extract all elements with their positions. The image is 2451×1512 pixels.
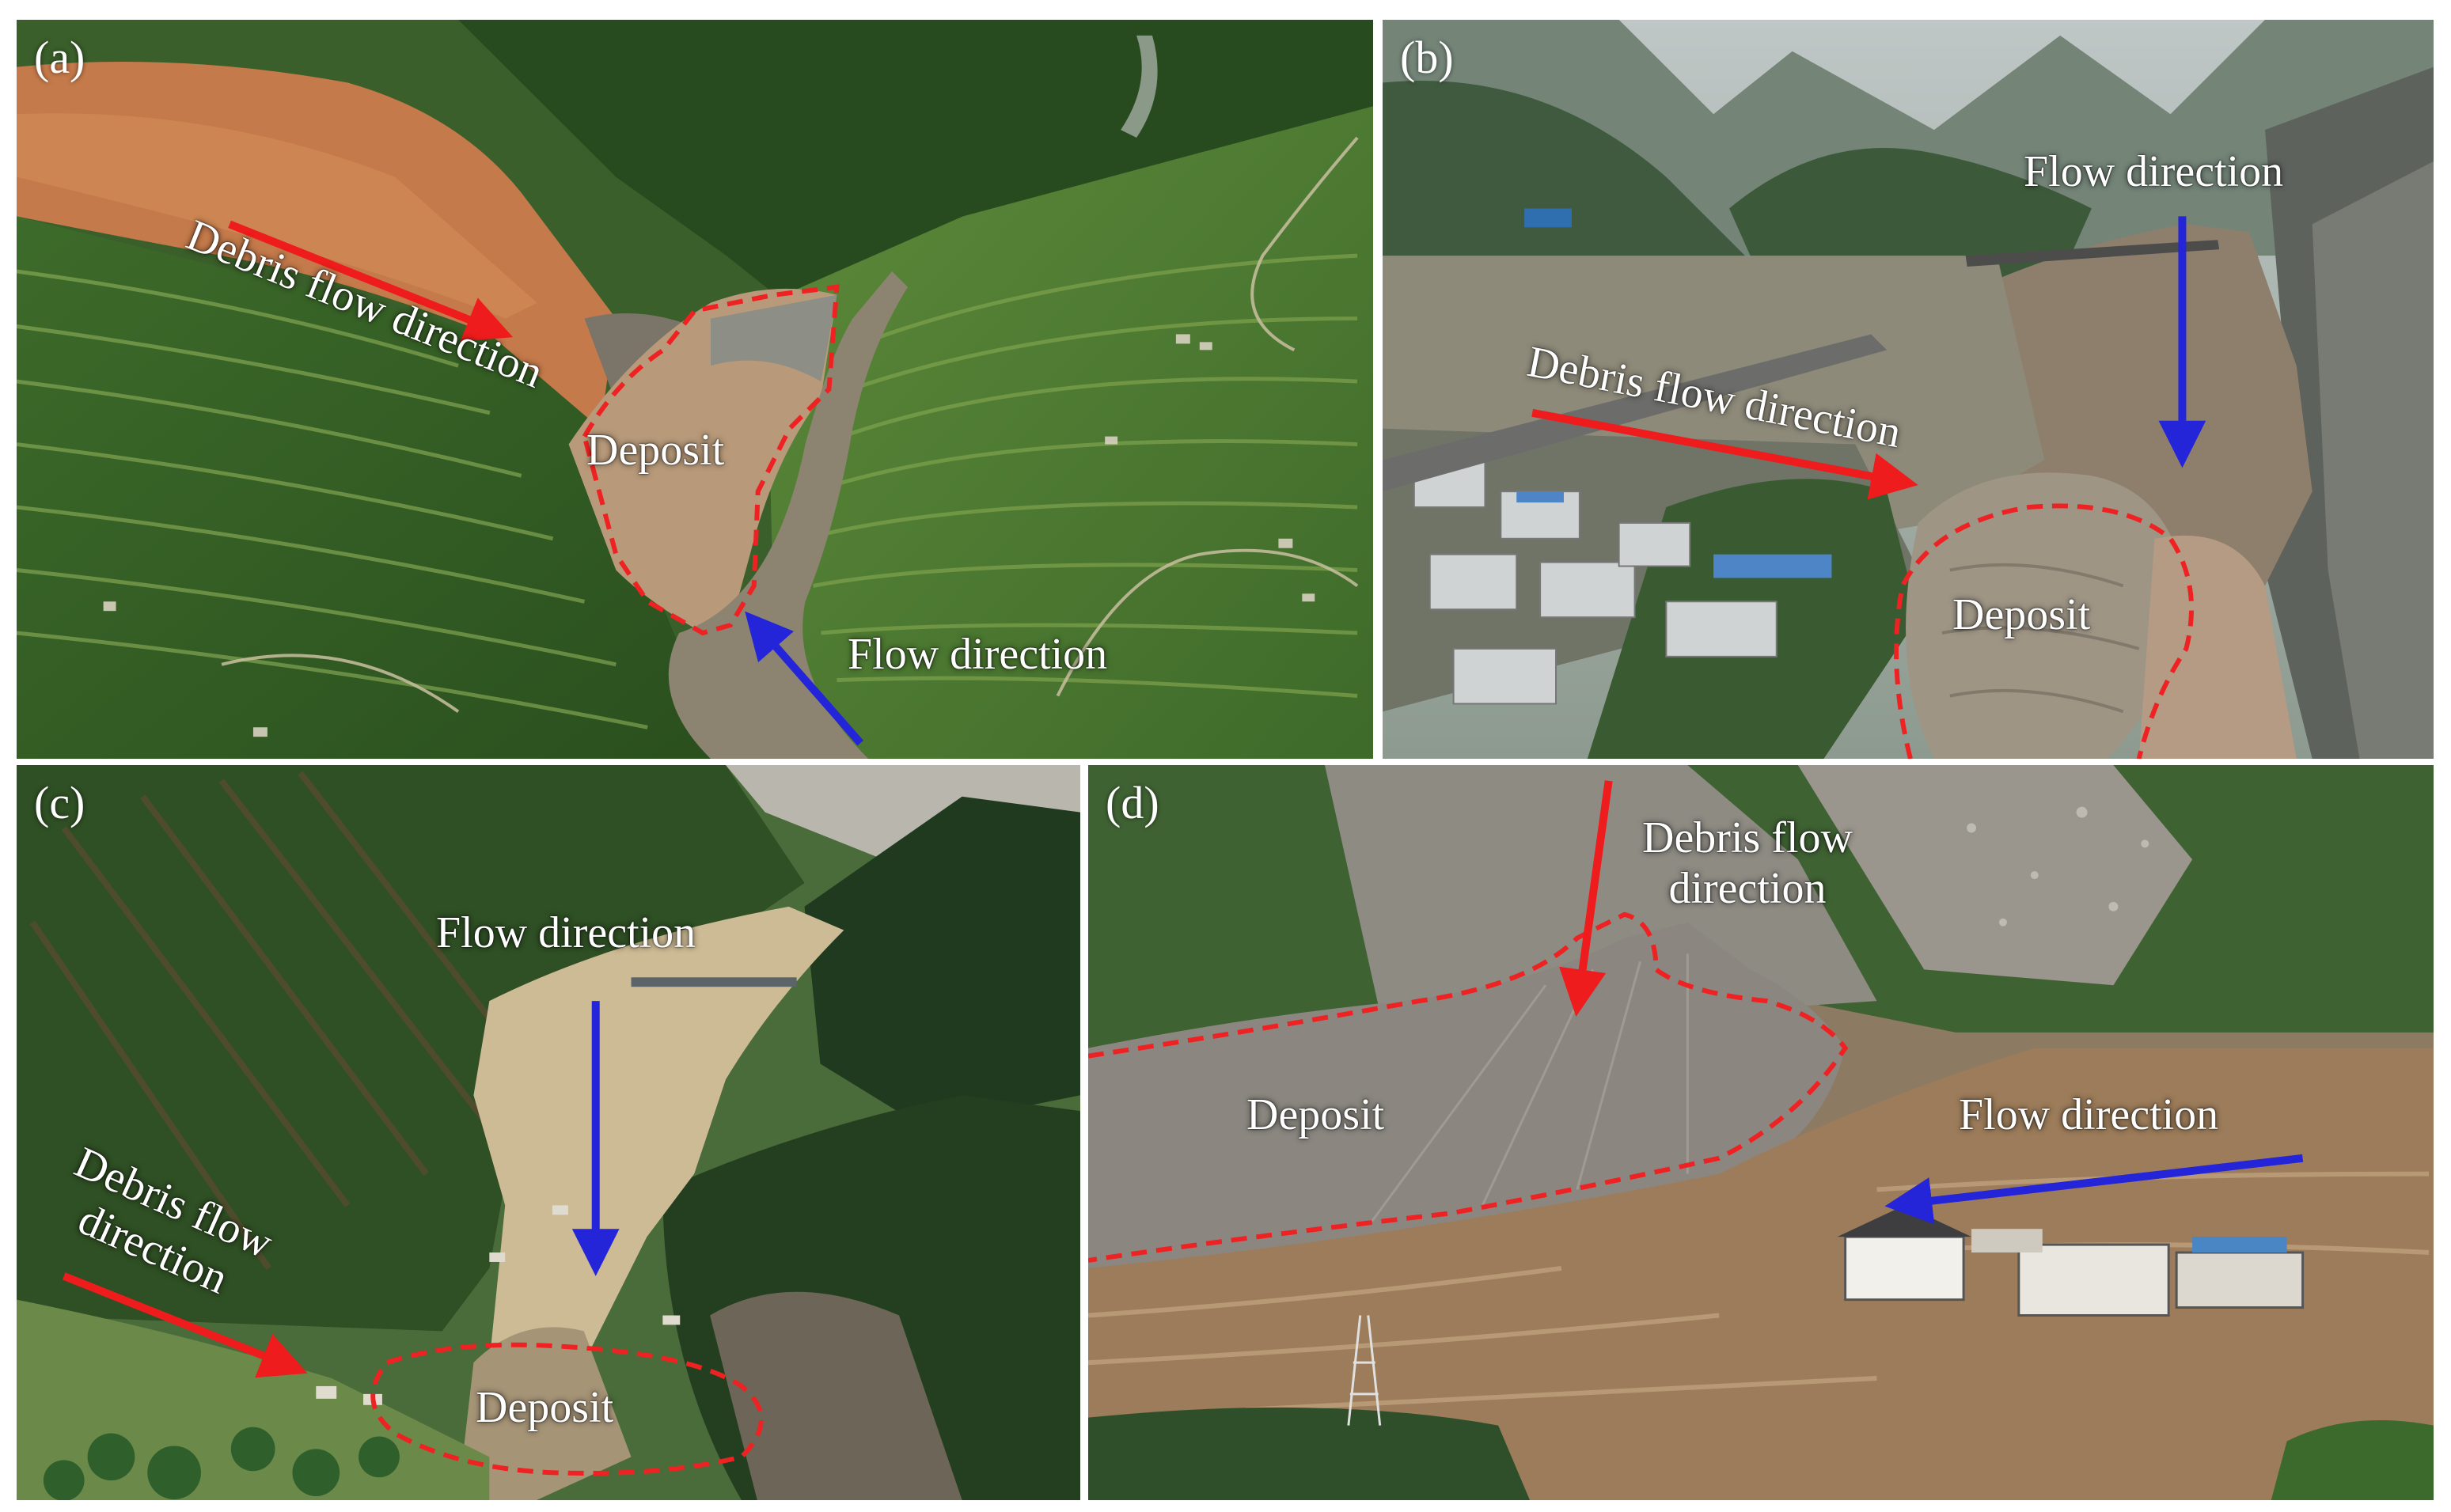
flow-direction-label: Flow direction [2024, 147, 2284, 196]
panel-c: (c) Flow direction Debris flow direction… [14, 763, 1083, 1503]
panel-c-photo [17, 765, 1080, 1500]
panel-d-photo [1088, 765, 2434, 1500]
flooded-buildings [1837, 1205, 2305, 1317]
deposit-outline [1088, 911, 1849, 1263]
panel-b-photo [1383, 20, 2434, 759]
debris-flow-arrow [1531, 408, 1918, 500]
panel-b: (b) Flow direction Debris flow direction… [1380, 17, 2436, 761]
panel-c-annotations [62, 1001, 764, 1476]
panel-label-d: (d) [1106, 777, 1159, 828]
panel-a-photo [17, 20, 1373, 759]
panel-a-annotations [228, 220, 864, 746]
debris-flow-arrow [1559, 780, 1613, 1017]
deposit-label: Deposit [586, 426, 725, 475]
panel-label-b: (b) [1400, 32, 1454, 83]
debris-flow-label-line1: Debris flow [1642, 813, 1853, 862]
flow-direction-arrow [1884, 1154, 2304, 1225]
panel-label-c: (c) [34, 777, 85, 828]
panel-label-a: (a) [34, 32, 85, 83]
deposit-label: Deposit [1952, 590, 2091, 639]
flow-direction-arrow [745, 611, 864, 746]
deposit-label: Deposit [476, 1383, 614, 1432]
deposit-outline [582, 284, 840, 636]
flow-direction-label: Flow direction [1959, 1090, 2219, 1139]
debris-flow-arrow [62, 1272, 308, 1378]
debris-flow-arrow [228, 220, 514, 342]
deposit-label: Deposit [1246, 1090, 1385, 1139]
panel-d: (d) Debris flow direction Deposit Flow d… [1086, 763, 2436, 1503]
panel-d-annotations [1088, 780, 2304, 1263]
debris-flow-label-line2: direction [1668, 864, 1827, 914]
flow-direction-label: Flow direction [848, 630, 1108, 679]
panel-b-annotations [1531, 216, 2206, 759]
panel-a: (a) Debris flow direction Deposit Flow d… [14, 17, 1375, 761]
power-tower [1347, 1315, 1382, 1426]
deposit-outline [1894, 503, 2194, 759]
flow-direction-label: Flow direction [436, 908, 696, 957]
debris-flow-label: Debris flow direction [1642, 813, 1853, 915]
